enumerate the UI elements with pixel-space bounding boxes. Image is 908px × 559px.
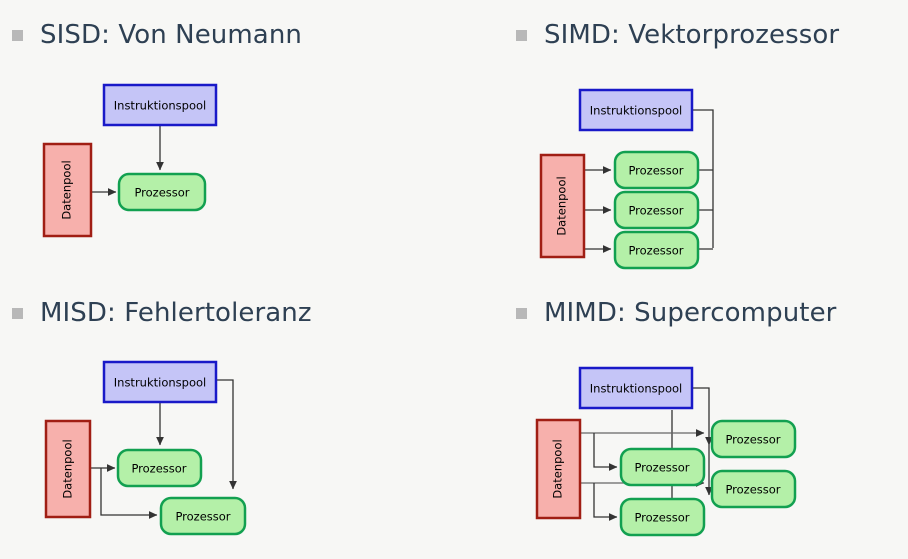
node-processor-2: [159, 496, 247, 536]
node-processor-1: [116, 448, 203, 488]
node-processor-mid-2-label: Prozessor: [634, 511, 689, 525]
node-processor-2: [613, 190, 700, 230]
slide-root: SISD: Von Neumann Instruktionspool Dat: [0, 0, 908, 537]
node-data-pool-label: Datenpool: [551, 439, 565, 498]
node-processor-right-2-label: Prozessor: [725, 483, 780, 497]
mimd-svg: Instruktionspool Datenpool Prozessor Pro…: [535, 366, 797, 537]
node-data-pool-label: Datenpool: [61, 439, 75, 498]
node-processor-1: [613, 150, 700, 190]
node-instruction-pool-label: Instruktionspool: [114, 99, 206, 113]
diagram-sisd: Instruktionspool Datenpool Prozessor: [0, 70, 260, 264]
simd-svg: Instruktionspool Datenpool Prozessor Pro…: [539, 88, 714, 270]
bus-instruction-right-upper: [692, 387, 713, 446]
diagram-simd: Instruktionspool Datenpool Prozessor Pro…: [534, 75, 834, 279]
node-processor-right-1: [710, 419, 797, 459]
quadrant-mimd: MIMD: Supercomputer: [454, 285, 908, 555]
arrow-datapool-to-processor-mid-2: [593, 483, 618, 521]
node-processor-3-label: Prozessor: [628, 244, 683, 258]
node-processor-right-1-label: Prozessor: [725, 433, 780, 447]
heading-sisd-text: SISD: Von Neumann: [40, 20, 302, 50]
diagram-misd: Instruktionspool Datenpool Prozessor Pro…: [0, 347, 290, 551]
node-processor-right-2: [710, 469, 797, 509]
bus-instruction-vertical: [692, 109, 714, 248]
node-processor-1-label: Prozessor: [131, 462, 186, 476]
node-instruction-pool-label: Instruktionspool: [114, 376, 206, 390]
heading-misd-text: MISD: Fehlertoleranz: [40, 298, 312, 328]
heading-mimd: MIMD: Supercomputer: [516, 300, 836, 326]
node-instruction-pool: [578, 88, 694, 132]
node-data-pool: [535, 418, 582, 520]
node-processor-2-label: Prozessor: [628, 204, 683, 218]
bullet-square-icon: [12, 29, 23, 41]
bullet-square-icon: [516, 307, 527, 319]
node-processor-1-label: Prozessor: [628, 164, 683, 178]
node-processor-3: [613, 230, 700, 270]
node-data-pool-label: Datenpool: [555, 176, 569, 235]
node-instruction-pool-label: Instruktionspool: [590, 104, 682, 118]
node-processor-mid-1-label: Prozessor: [634, 461, 689, 475]
node-data-pool: [539, 153, 586, 259]
node-processor-mid-1: [619, 447, 706, 487]
node-processor-1: [117, 172, 207, 212]
heading-sisd: SISD: Von Neumann: [12, 22, 302, 48]
bullet-square-icon: [12, 307, 23, 319]
node-data-pool: [44, 419, 92, 519]
node-data-pool-label: Datenpool: [60, 160, 74, 219]
heading-simd-text: SIMD: Vektorprozessor: [544, 20, 840, 50]
node-instruction-pool: [578, 366, 694, 410]
node-processor-2-label: Prozessor: [175, 510, 230, 524]
node-processor-1-label: Prozessor: [134, 186, 189, 200]
arrow-datapool-to-processor-mid-1: [593, 433, 618, 471]
node-instruction-pool: [102, 83, 218, 127]
node-processor-mid-2: [619, 497, 706, 537]
arrow-instruction-to-processor-2: [216, 379, 237, 490]
heading-misd: MISD: Fehlertoleranz: [12, 300, 312, 326]
quadrant-simd: SIMD: Vektorprozessor: [454, 0, 908, 270]
node-instruction-pool: [102, 360, 218, 404]
quadrant-misd: MISD: Fehlertoleranz Instrukt: [0, 285, 454, 555]
diagram-mimd: Instruktionspool Datenpool Prozessor Pro…: [534, 355, 904, 559]
sisd-svg: Instruktionspool Datenpool Prozessor: [42, 83, 218, 238]
node-instruction-pool-label: Instruktionspool: [590, 382, 682, 396]
quadrant-sisd: SISD: Von Neumann Instruktionspool Dat: [0, 0, 454, 270]
bullet-square-icon: [516, 29, 527, 41]
heading-mimd-text: MIMD: Supercomputer: [544, 298, 837, 328]
node-data-pool: [42, 142, 93, 238]
arrow-datapool-to-processor-2: [100, 468, 158, 519]
heading-simd: SIMD: Vektorprozessor: [516, 22, 839, 48]
misd-svg: Instruktionspool Datenpool Prozessor Pro…: [44, 360, 247, 536]
